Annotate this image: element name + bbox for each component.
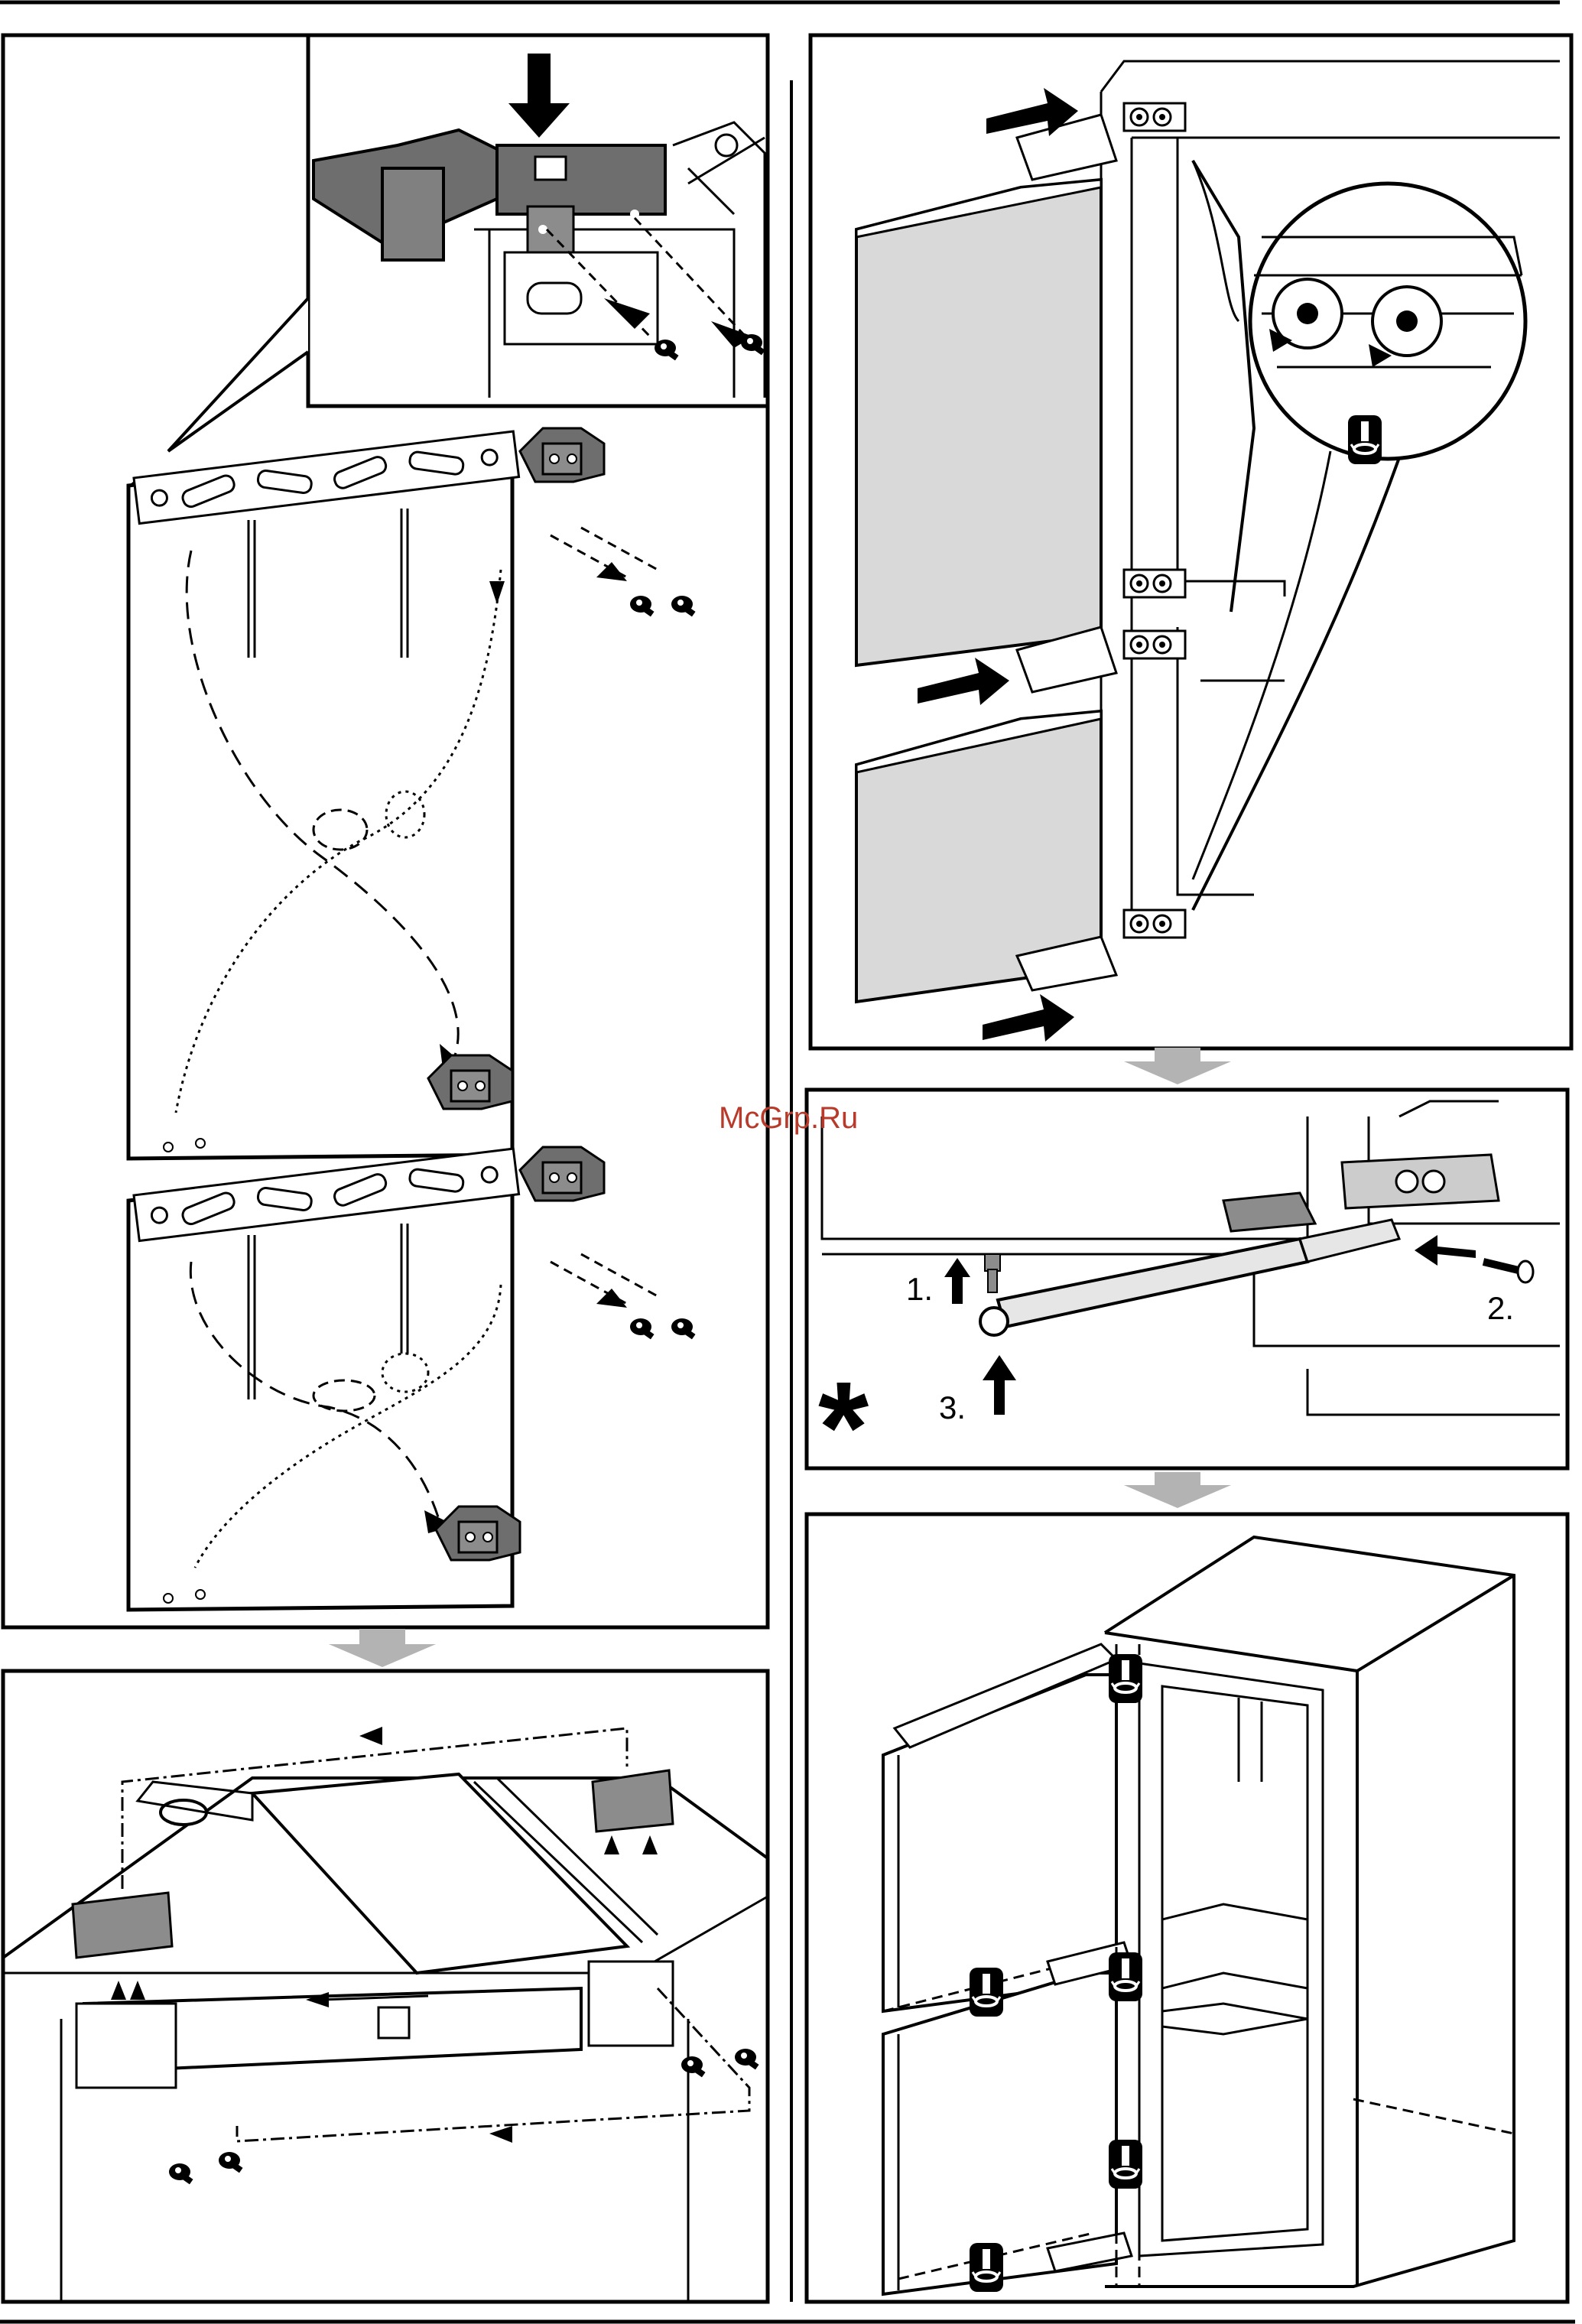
flow-arrow-2 xyxy=(1124,1061,1231,1084)
panel-final-adjustment xyxy=(807,1514,1567,2302)
panel-door-alignment xyxy=(810,35,1571,1048)
torx-screwdriver-icon xyxy=(970,1968,1003,2017)
note-asterisk: * xyxy=(818,1355,869,1500)
torx-screwdriver-icon xyxy=(1348,415,1382,464)
flow-arrow-1 xyxy=(329,1644,436,1667)
torx-screwdriver-icon xyxy=(970,2243,1003,2292)
panel-door-hinge-transfer xyxy=(3,35,768,1627)
panel-top-bracket-swap xyxy=(3,1671,768,2302)
flow-arrow-3 xyxy=(1124,1485,1231,1508)
step-2-label: 2. xyxy=(1487,1290,1514,1326)
torx-screwdriver-icon xyxy=(1109,1654,1142,1703)
step-3-label: 3. xyxy=(939,1390,966,1425)
upper-door-slab xyxy=(856,180,1101,665)
torx-screwdriver-icon xyxy=(1109,1952,1142,2001)
step-1-label: 1. xyxy=(906,1271,933,1307)
watermark: McGrp.Ru xyxy=(719,1101,858,1135)
torx-screwdriver-icon xyxy=(1109,2140,1142,2189)
